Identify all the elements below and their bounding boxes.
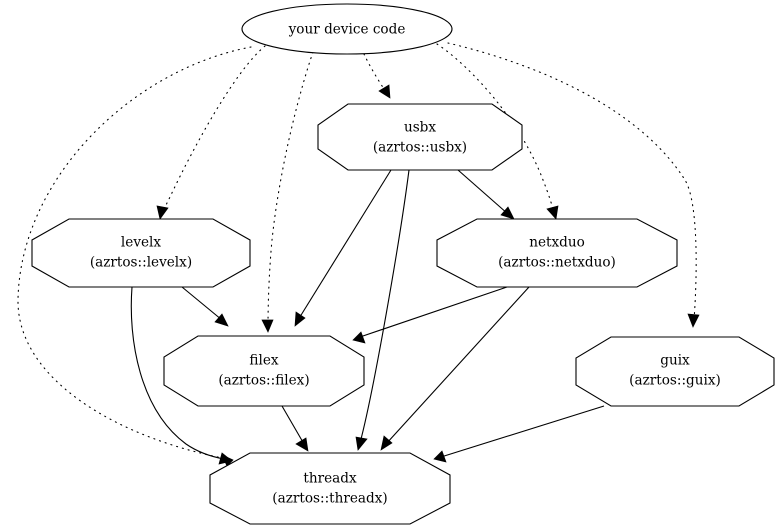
node-filex-label-line1: filex — [249, 353, 278, 369]
edge-netxduo-threadx — [380, 286, 530, 451]
node-threadx-label-line1: threadx — [303, 471, 357, 487]
node-guix[interactable]: guix (azrtos::guix) — [575, 336, 775, 407]
node-filex-shape — [163, 335, 365, 407]
edge-levelx-filex — [181, 286, 229, 327]
node-your-device-code-shape — [241, 3, 453, 55]
node-levelx-label-line2: (azrtos::levelx) — [90, 255, 192, 271]
node-levelx-shape — [31, 218, 251, 288]
node-your-device-code[interactable]: your device code — [241, 3, 453, 55]
node-netxduo-label-line2: (azrtos::netxduo) — [498, 255, 616, 271]
node-levelx[interactable]: levelx (azrtos::levelx) — [31, 218, 251, 288]
edge-netxduo-filex — [352, 286, 508, 344]
node-guix-shape — [575, 336, 775, 407]
edge-device-levelx — [156, 45, 266, 220]
edge-guix-threadx — [433, 405, 605, 463]
edge-device-usbx — [363, 53, 391, 99]
node-netxduo[interactable]: netxduo (azrtos::netxduo) — [436, 218, 678, 288]
edge-device-netxduo — [436, 43, 559, 220]
node-filex[interactable]: filex (azrtos::filex) — [163, 335, 365, 407]
node-usbx-shape — [317, 103, 523, 171]
node-threadx-shape — [209, 452, 451, 525]
edge-levelx-threadx — [130, 286, 233, 465]
node-levelx-label-line1: levelx — [121, 235, 161, 251]
node-threadx[interactable]: threadx (azrtos::threadx) — [209, 452, 451, 525]
node-netxduo-shape — [436, 218, 678, 288]
node-guix-label-line2: (azrtos::guix) — [629, 373, 721, 389]
node-filex-label-line2: (azrtos::filex) — [218, 373, 309, 389]
edge-usbx-netxduo — [457, 169, 515, 220]
node-usbx-label-line2: (azrtos::usbx) — [373, 140, 467, 156]
node-threadx-label-line2: (azrtos::threadx) — [272, 491, 387, 507]
node-layer: your device code usbx (azrtos::usbx) lev… — [31, 3, 775, 525]
node-usbx-label-line1: usbx — [404, 120, 436, 136]
edge-layer — [17, 42, 700, 467]
node-usbx[interactable]: usbx (azrtos::usbx) — [317, 103, 523, 171]
edge-usbx-filex — [294, 169, 392, 327]
edge-filex-threadx — [281, 405, 309, 452]
edge-usbx-threadx — [355, 169, 410, 451]
node-your-device-code-label: your device code — [288, 22, 406, 38]
edge-device-filex — [261, 51, 314, 333]
node-guix-label-line1: guix — [660, 353, 690, 369]
edge-device-guix — [447, 42, 700, 328]
node-netxduo-label-line1: netxduo — [529, 235, 585, 251]
